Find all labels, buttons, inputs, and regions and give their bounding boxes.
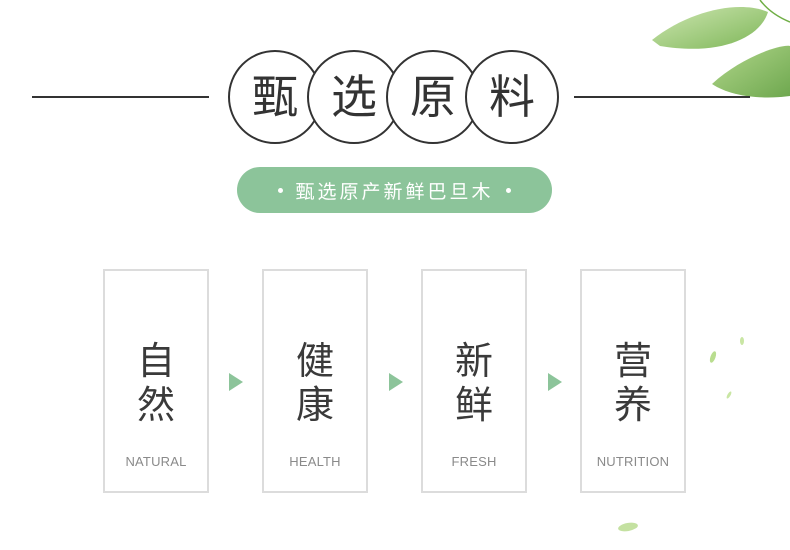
title-char: 甄 bbox=[252, 70, 298, 124]
feature-title-line: 康 bbox=[295, 383, 334, 427]
subtitle-pill: 甄选原产新鲜巴旦木 bbox=[237, 167, 552, 213]
feature-card-health: 健 康 HEALTH bbox=[262, 269, 368, 493]
title-circle bbox=[465, 50, 559, 144]
title-char: 料 bbox=[489, 70, 535, 124]
leaf-icon bbox=[740, 337, 744, 345]
play-triangle-icon bbox=[229, 373, 243, 391]
leaf-icon bbox=[652, 7, 768, 49]
feature-subtitle: FRESH bbox=[451, 454, 497, 469]
title-divider-right bbox=[574, 96, 750, 98]
dot-icon bbox=[278, 187, 284, 193]
feature-subtitle: NUTRITION bbox=[596, 454, 670, 469]
leaf-icon bbox=[726, 391, 732, 399]
feature-title-line: 然 bbox=[136, 383, 175, 427]
title-circle bbox=[386, 50, 480, 144]
feature-title: 营 养 bbox=[582, 339, 684, 427]
leaf-icon bbox=[712, 45, 790, 98]
feature-card-nutrition: 营 养 NUTRITION bbox=[580, 269, 686, 493]
play-triangle-icon bbox=[389, 373, 403, 391]
play-triangle-icon bbox=[548, 373, 562, 391]
dot-icon bbox=[505, 187, 511, 193]
title-circle bbox=[307, 50, 401, 144]
feature-title-line: 营 bbox=[613, 339, 652, 383]
feature-title-line: 鲜 bbox=[454, 383, 493, 427]
leaf-icon bbox=[618, 522, 638, 532]
feature-title-line: 自 bbox=[136, 339, 175, 383]
feature-title-line: 健 bbox=[295, 339, 334, 383]
title-char: 原 bbox=[410, 70, 456, 124]
feature-title-line: 养 bbox=[613, 383, 652, 427]
page-title: 甄 选 原 料 bbox=[224, 50, 564, 148]
feature-subtitle: NATURAL bbox=[125, 454, 187, 469]
title-divider-left bbox=[32, 96, 209, 98]
feature-title: 健 康 bbox=[264, 339, 366, 427]
feature-title: 新 鲜 bbox=[423, 339, 525, 427]
feature-card-natural: 自 然 NATURAL bbox=[103, 269, 209, 493]
feature-title-line: 新 bbox=[454, 339, 493, 383]
feature-card-fresh: 新 鲜 FRESH bbox=[421, 269, 527, 493]
feature-subtitle: HEALTH bbox=[289, 454, 341, 469]
title-char: 选 bbox=[331, 70, 377, 124]
leaf-icon bbox=[709, 351, 717, 363]
feature-title: 自 然 bbox=[105, 339, 207, 427]
subtitle-text: 甄选原产新鲜巴旦木 bbox=[295, 180, 494, 203]
